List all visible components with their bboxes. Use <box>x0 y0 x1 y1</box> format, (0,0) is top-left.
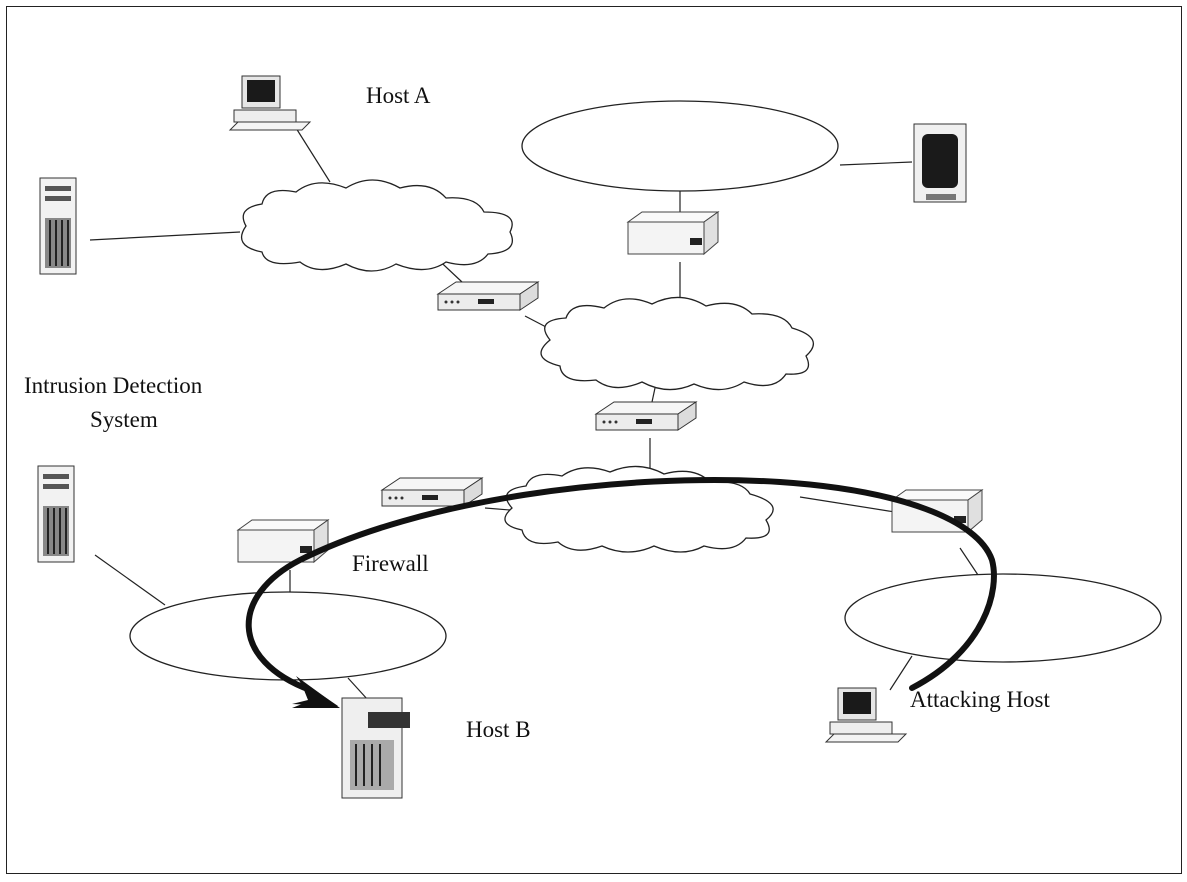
link-ids-ellipse <box>94 554 166 606</box>
link-ellipse-attacker <box>889 655 913 691</box>
lan-segment-icon <box>129 100 1162 681</box>
label-host-a: Host A <box>366 83 431 108</box>
link-ellipse-handheld <box>839 161 913 166</box>
lan-top-right <box>521 100 839 192</box>
cloud-middle <box>540 296 815 391</box>
cloud-top-left <box>241 179 514 272</box>
label-ids-line1: Intrusion Detection <box>24 373 203 398</box>
server-tower-icon <box>39 177 77 275</box>
label-host-b: Host B <box>466 717 531 742</box>
workstation-icon <box>825 687 907 743</box>
lan-right <box>844 573 1162 663</box>
router-icon <box>437 281 539 311</box>
link-router-lower-cloud-left <box>484 507 511 511</box>
link-lower-cloud-right-fw <box>799 496 896 513</box>
link-host-a-cloud <box>295 127 331 183</box>
links <box>89 127 981 701</box>
host-b-server-icon <box>341 697 410 799</box>
link-router-mid-cloud <box>524 315 549 329</box>
label-firewall: Firewall <box>352 551 429 576</box>
router-icon <box>381 477 483 507</box>
label-attacking-host: Attacking Host <box>910 687 1050 712</box>
lan-left <box>129 591 447 681</box>
label-ids-line2: System <box>90 407 158 432</box>
diagram-frame <box>6 6 1182 874</box>
server-tower-icon <box>37 465 75 563</box>
router-icon <box>595 401 697 431</box>
handheld-device-icon <box>913 123 967 203</box>
firewall-icon <box>627 211 719 255</box>
link-ellipse-host-b <box>347 677 369 701</box>
link-mid-cloud-router <box>651 387 656 403</box>
attack-path-arrow <box>245 477 997 693</box>
link-right-fw-ellipse <box>959 547 981 579</box>
workstation-icon <box>229 75 311 131</box>
link-ids-top-cloud <box>89 231 241 241</box>
